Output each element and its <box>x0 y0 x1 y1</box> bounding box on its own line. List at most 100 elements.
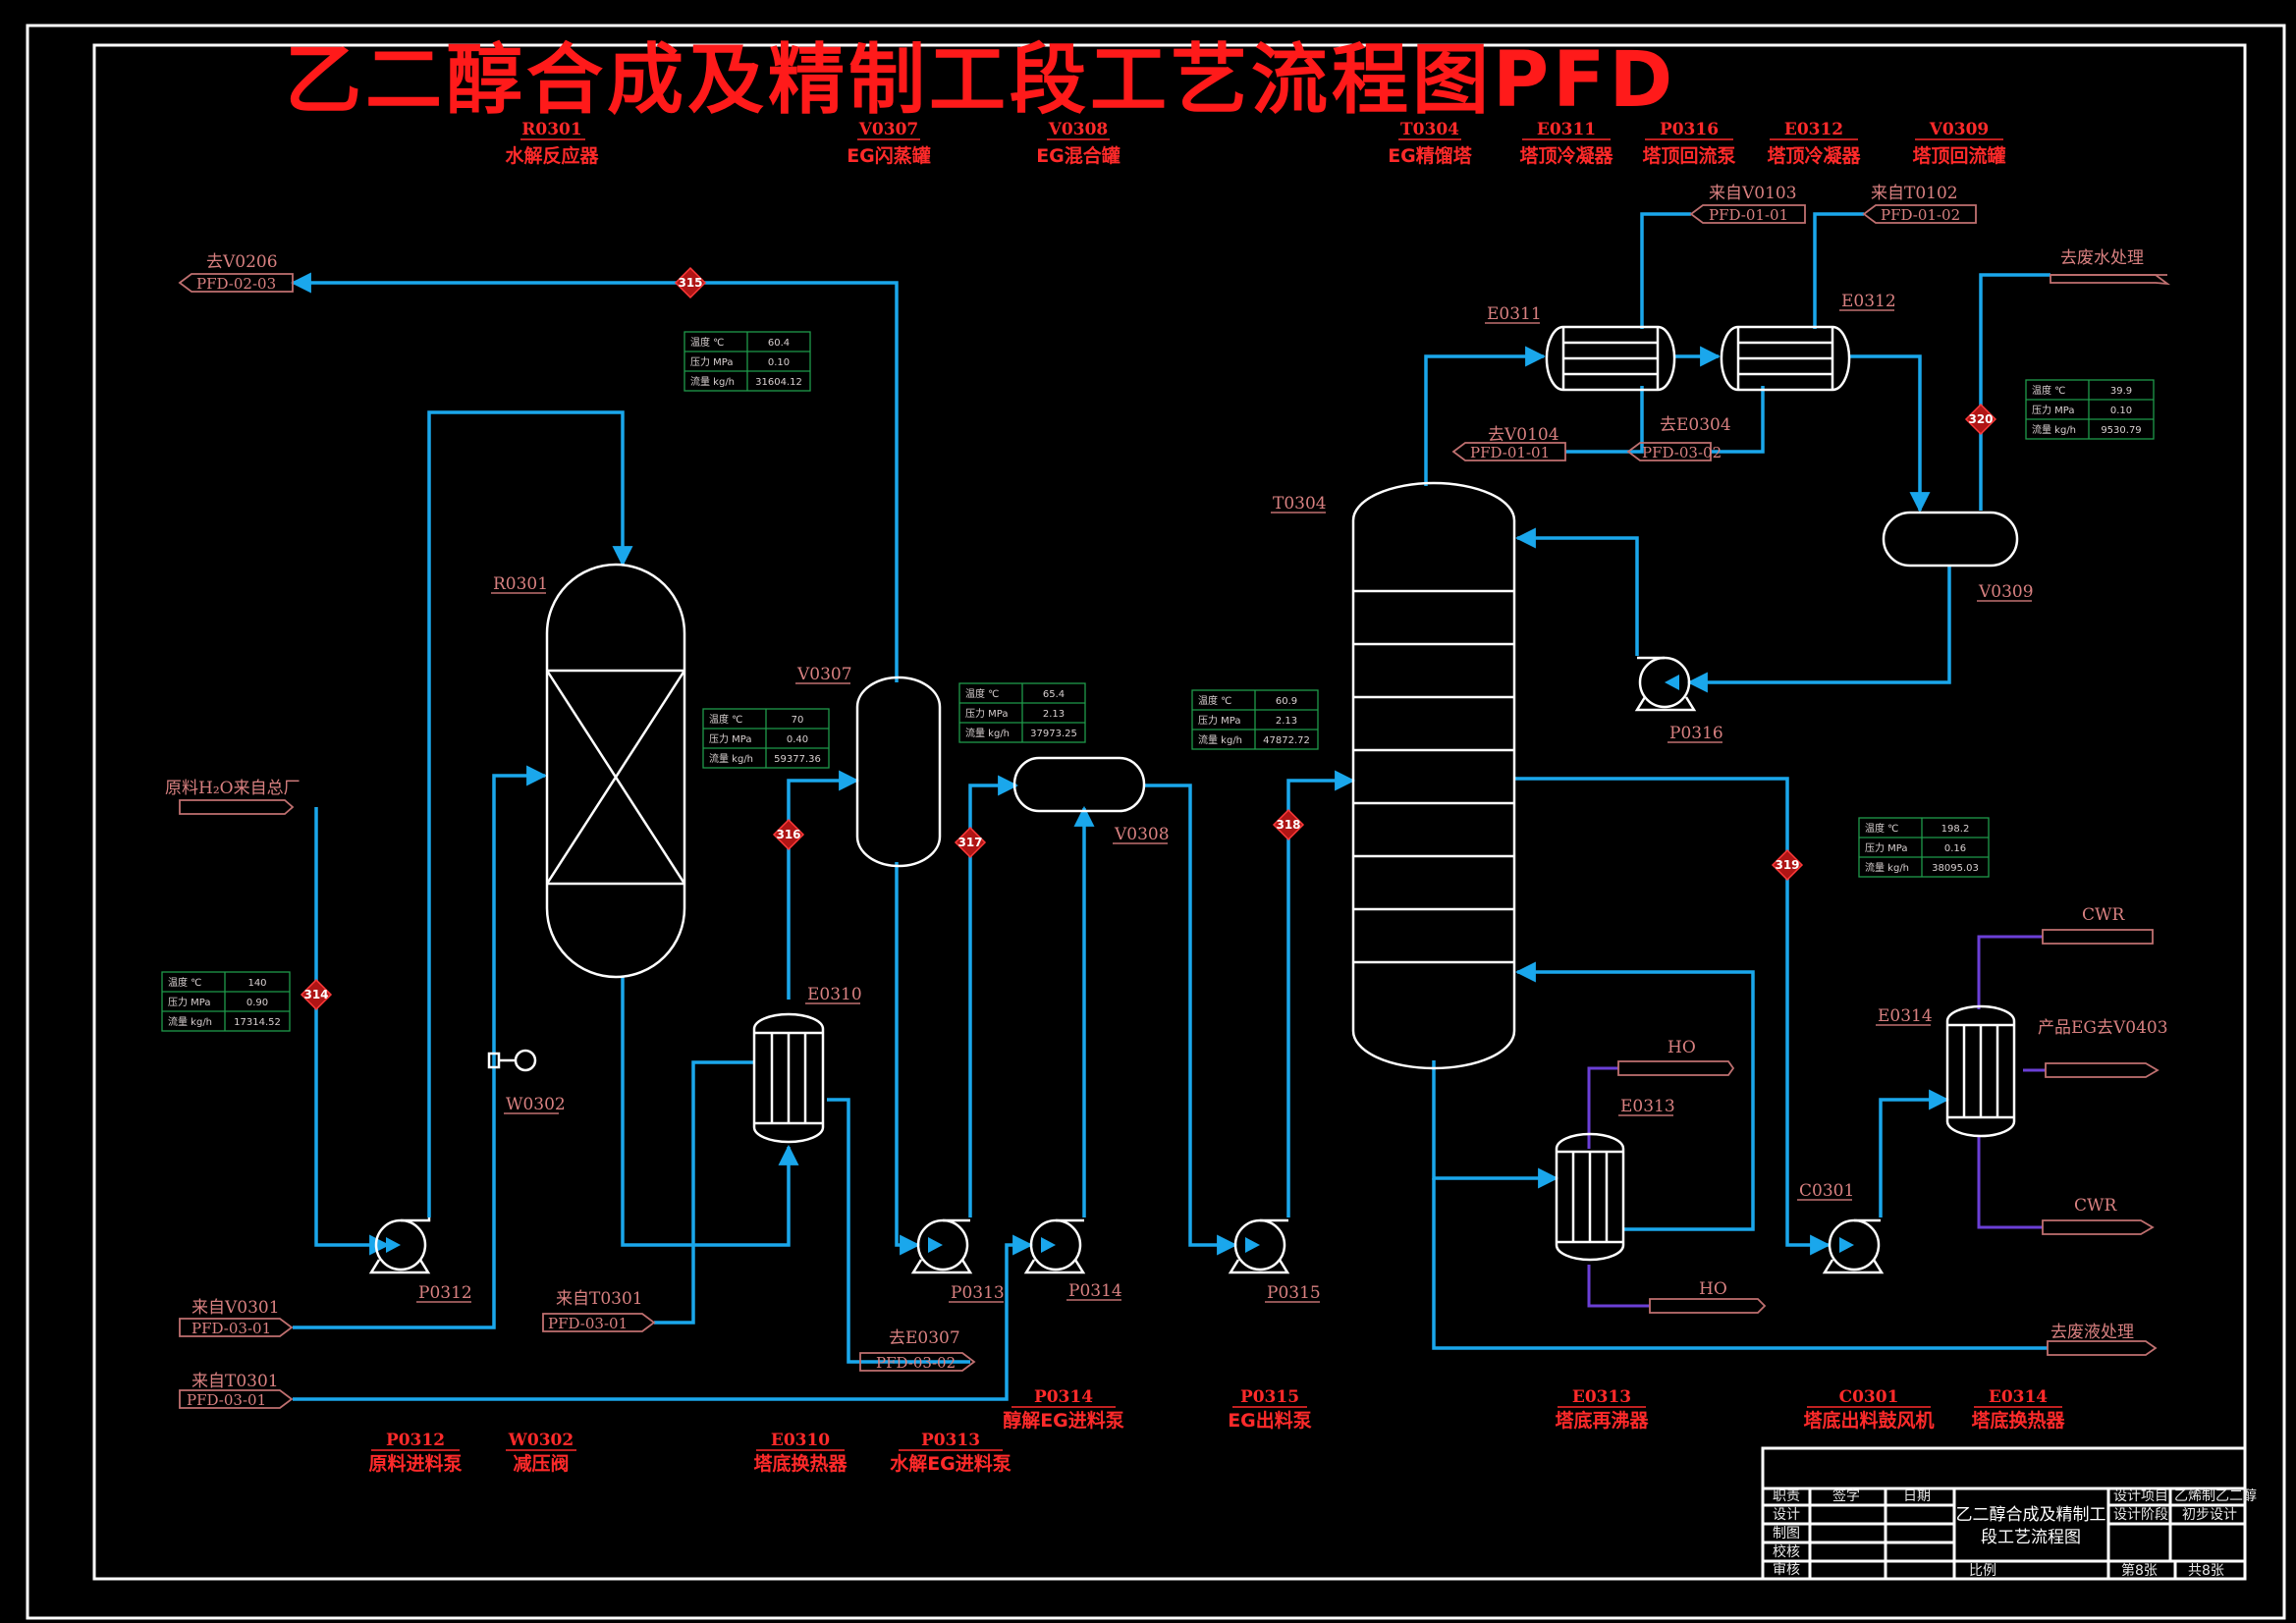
c0301-label: C0301 <box>1799 1181 1854 1201</box>
label-temp: 温度 ℃ <box>1198 694 1231 707</box>
offpage-label: 来自T0102 <box>1871 184 1958 203</box>
value-press: 2.13 <box>1276 716 1297 727</box>
offpage-label: 去E0307 <box>889 1328 960 1348</box>
tb-project-label: 设计项目 <box>2113 1488 2168 1504</box>
offpage-cwr-top[interactable]: CWR <box>2042 905 2154 945</box>
label-press: 压力 MPa <box>168 996 211 1008</box>
hdr-name: EG混合罐 <box>1036 144 1121 167</box>
p0312-pump[interactable] <box>368 1217 431 1274</box>
label-temp: 温度 ℃ <box>690 336 724 349</box>
v0309-reflux-drum[interactable] <box>1882 511 2019 568</box>
label-flow: 流量 kg/h <box>168 1015 212 1028</box>
offpage-ho-top[interactable]: HO <box>1617 1038 1735 1076</box>
p0313-pump[interactable] <box>910 1218 973 1274</box>
ftr-name: EG出料泵 <box>1228 1409 1312 1432</box>
label-temp: 温度 ℃ <box>709 713 742 726</box>
offpage-ref: PFD-03-02 <box>876 1354 956 1372</box>
offpage-to-v0104[interactable]: 去V0104 PFD-01-01 <box>1451 425 1566 461</box>
label-temp: 温度 ℃ <box>1865 822 1898 835</box>
tb-drawing-title: 乙二醇合成及精制工 <box>1956 1505 2106 1525</box>
outer-border <box>26 24 2286 1620</box>
value-press: 2.13 <box>1043 709 1065 720</box>
process-pipes <box>290 212 2050 1401</box>
ftr-tag: P0314 <box>1034 1387 1093 1407</box>
offpage-product-eg[interactable]: 产品EG去V0403 <box>2038 1018 2168 1078</box>
p0316-label: P0316 <box>1669 724 1723 743</box>
offpage-ho-bottom[interactable]: HO <box>1649 1279 1767 1314</box>
tb-stage-label: 设计阶段 <box>2113 1507 2168 1523</box>
hdr-name: EG闪蒸罐 <box>847 144 931 167</box>
offpage-from-v0301[interactable]: 来自V0301 PFD-03-01 <box>179 1298 294 1337</box>
offpage-to-e0304[interactable]: 去E0304 PFD-03-02 <box>1626 415 1731 461</box>
stream-314-marker: 314 <box>300 978 333 1011</box>
hdr-tag: V0307 <box>858 120 919 139</box>
label-flow: 流量 kg/h <box>709 752 753 765</box>
offpage-label: 去废液处理 <box>2050 1323 2134 1342</box>
stream-319-marker: 319 <box>1771 848 1804 882</box>
value-flow: 37973.25 <box>1030 729 1077 739</box>
drawing-frame <box>92 43 2247 1581</box>
v0309-label: V0309 <box>1978 582 2034 602</box>
offpage-from-t0301-b[interactable]: 来自T0301 PFD-03-01 <box>179 1372 294 1409</box>
stream-number: 318 <box>1276 818 1300 832</box>
label-press: 压力 MPa <box>690 355 734 368</box>
p0314-pump[interactable] <box>1023 1218 1086 1274</box>
p0316-pump[interactable] <box>1634 656 1697 712</box>
hdr-tag: E0312 <box>1784 120 1843 139</box>
e0314-exchanger[interactable] <box>1945 1004 2016 1138</box>
hdr-name: 塔顶回流泵 <box>1642 144 1735 167</box>
p0315-pump[interactable] <box>1228 1218 1290 1274</box>
offpage-to-wastewater[interactable]: 去废水处理 <box>2050 248 2171 286</box>
stream-320-marker: 320 <box>1964 403 1997 436</box>
e0311-condenser[interactable] <box>1545 325 1676 392</box>
tb-scale: 比例 <box>1969 1563 1996 1579</box>
hdr-tag: E0311 <box>1537 120 1596 139</box>
offpage-ref: PFD-03-01 <box>191 1320 271 1337</box>
hdr-name: 水解反应器 <box>505 144 599 167</box>
r0301-reactor[interactable] <box>545 563 686 979</box>
stream-markers: 315 314 316 317 318 319 320 <box>300 266 1997 1011</box>
offpage-label: 来自V0301 <box>191 1298 280 1318</box>
utility-pipes <box>1587 935 2046 1308</box>
offpage-raw-h2o[interactable]: 原料H₂O来自总厂 <box>165 779 301 815</box>
offpage-ref: PFD-03-01 <box>187 1391 266 1409</box>
tb-drawing-title-2: 段工艺流程图 <box>1981 1528 2081 1547</box>
e0310-exchanger[interactable] <box>752 1012 825 1144</box>
c0301-blower[interactable] <box>1822 1218 1885 1274</box>
e0312-condenser[interactable] <box>1720 325 1851 392</box>
offpage-to-e0307[interactable]: 去E0307 PFD-03-02 <box>859 1328 976 1372</box>
tb-project-value: 乙烯制乙二醇 <box>2174 1488 2257 1504</box>
stream-number: 319 <box>1775 858 1799 872</box>
ftr-name: 塔底换热器 <box>753 1452 847 1475</box>
ftr-tag: P0312 <box>386 1431 445 1450</box>
stream-number: 320 <box>1968 412 1993 426</box>
stream-number: 317 <box>957 836 982 849</box>
w0302-valve[interactable] <box>487 1049 537 1072</box>
e0313-reboiler[interactable] <box>1555 1132 1625 1262</box>
offpage-from-v0103[interactable]: 来自V0103 PFD-01-01 <box>1689 184 1806 224</box>
ftr-name: 减压阀 <box>513 1452 569 1475</box>
offpage-label: 产品EG去V0403 <box>2038 1018 2168 1038</box>
value-temp: 70 <box>792 715 804 726</box>
offpage-label: 来自V0103 <box>1709 184 1797 203</box>
v0308-mixing-drum[interactable] <box>1012 756 1146 813</box>
label-temp: 温度 ℃ <box>2032 384 2065 397</box>
offpage-to-waste-liquid[interactable]: 去废液处理 <box>2047 1323 2158 1356</box>
v0307-flash-drum[interactable] <box>855 676 942 868</box>
offpage-cwr-bottom[interactable]: CWR <box>2042 1196 2155 1235</box>
stream-315-marker: 315 <box>674 266 707 299</box>
t0304-column[interactable] <box>1351 481 1516 1070</box>
stream-317-marker: 317 <box>954 826 987 859</box>
value-temp: 65.4 <box>1043 689 1065 700</box>
offpage-from-t0102[interactable]: 来自T0102 PFD-01-02 <box>1862 184 1977 224</box>
offpage-from-t0301-a[interactable]: 来自T0301 PFD-03-01 <box>542 1289 656 1332</box>
offpage-to-v0206[interactable]: 去V0206 PFD-02-03 <box>178 252 294 293</box>
offpage-label: 去V0206 <box>206 252 278 272</box>
e0313-label: E0313 <box>1620 1097 1675 1116</box>
